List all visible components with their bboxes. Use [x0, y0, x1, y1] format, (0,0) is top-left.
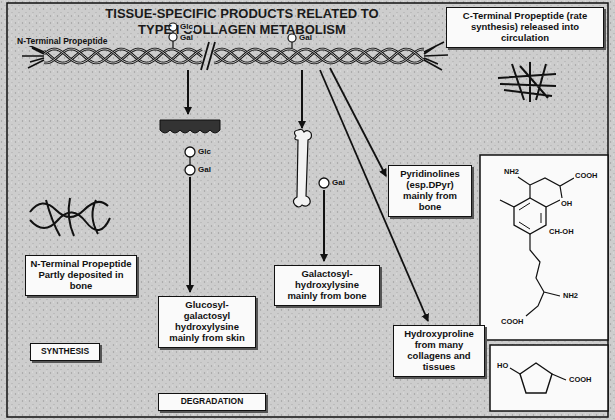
- sugar-label: Gal: [331, 179, 346, 187]
- break-mark: [201, 42, 215, 70]
- helix-highlight: [44, 49, 202, 63]
- sugar-label: Gal: [197, 166, 212, 174]
- arrow: [187, 70, 189, 114]
- chemical-group: CH-OH: [548, 228, 575, 236]
- helix-highlight: [44, 49, 202, 63]
- box-text: Hydroxyproline from many collagens and t…: [398, 329, 480, 373]
- sugar-label: Gal: [179, 34, 194, 42]
- arrow: [301, 70, 303, 128]
- n-terminal-fragment: [30, 198, 110, 236]
- chemical-group: NH2: [562, 292, 579, 300]
- structure-box: [480, 155, 608, 340]
- collagen-helix: [44, 49, 424, 63]
- text-box: Hydroxyproline from many collagens and t…: [393, 325, 485, 377]
- chemical-group: HO: [496, 362, 509, 370]
- n-terminal-end: [22, 44, 44, 68]
- helix-strand: [44, 49, 202, 63]
- text-box: Glucosyl-galactosyl hydroxylysine mainly…: [158, 296, 256, 348]
- sugar-label: Glc: [197, 148, 212, 156]
- helix-highlight: [214, 49, 424, 63]
- chemical-group: NH2: [503, 168, 520, 176]
- pyridinium-ring: [514, 198, 546, 234]
- sugar-link: [189, 157, 190, 165]
- helix-strand: [44, 49, 202, 63]
- arrow: [189, 177, 191, 292]
- text-box: C-Terminal Propeptide (rate synthesis) r…: [446, 7, 604, 48]
- text-box: DEGRADATION: [158, 393, 266, 411]
- galactose-circle: [319, 178, 329, 188]
- c-terminal-end: [424, 42, 448, 70]
- text-box: Galactosyl-hydroxylysine mainly from bon…: [274, 265, 380, 306]
- helix-highlight: [214, 49, 424, 63]
- glucose-circle: [185, 147, 195, 157]
- frame: [7, 3, 608, 417]
- sugar-stalk: [291, 42, 292, 48]
- chemical-group: OH: [560, 200, 573, 208]
- helix-highlight: [44, 49, 202, 63]
- pyrrolidine-ring: [520, 363, 552, 393]
- arrow: [323, 190, 325, 261]
- chemical-group: COOH: [568, 376, 593, 384]
- structure-box: [490, 345, 608, 411]
- text-box: Pyridinolines (esp.DPyr) mainly from bon…: [388, 165, 472, 217]
- diagram-title: TISSUE-SPECIFIC PRODUCTS RELATED TO TYPE…: [92, 6, 392, 37]
- box-text: SYNTHESIS: [35, 347, 95, 357]
- sugar-label: Gal: [298, 34, 313, 42]
- helix-strand: [214, 49, 424, 63]
- box-text: C-Terminal Propeptide (rate synthesis) r…: [451, 11, 599, 44]
- helix-strand: [44, 49, 202, 63]
- box-text: Galactosyl-hydroxylysine mainly from bon…: [279, 269, 375, 302]
- helix-strand: [214, 49, 424, 63]
- box-text: Pyridinolines (esp.DPyr) mainly from bon…: [393, 169, 467, 213]
- part-label: N-Terminal Propeptide: [16, 37, 109, 46]
- chemical-group: COOH: [500, 318, 525, 326]
- text-box: SYNTHESIS: [30, 343, 100, 361]
- skin-icon: [160, 120, 220, 133]
- text-box: N-Terminal Propeptide Partly deposited i…: [25, 255, 137, 296]
- double-bond: [519, 203, 541, 229]
- helix-strand: [214, 49, 424, 63]
- box-text: DEGRADATION: [163, 397, 261, 407]
- box-text: N-Terminal Propeptide Partly deposited i…: [30, 259, 132, 292]
- bone-icon: [293, 129, 311, 207]
- sugar-label: Glc: [179, 23, 194, 31]
- c-terminal-fragment: [498, 62, 556, 102]
- galactose-circle: [185, 165, 195, 175]
- chemical-group: COOH: [574, 172, 599, 180]
- side-chain: [510, 368, 566, 380]
- helix-highlight: [214, 49, 424, 63]
- box-text: Glucosyl-galactosyl hydroxylysine mainly…: [163, 300, 251, 344]
